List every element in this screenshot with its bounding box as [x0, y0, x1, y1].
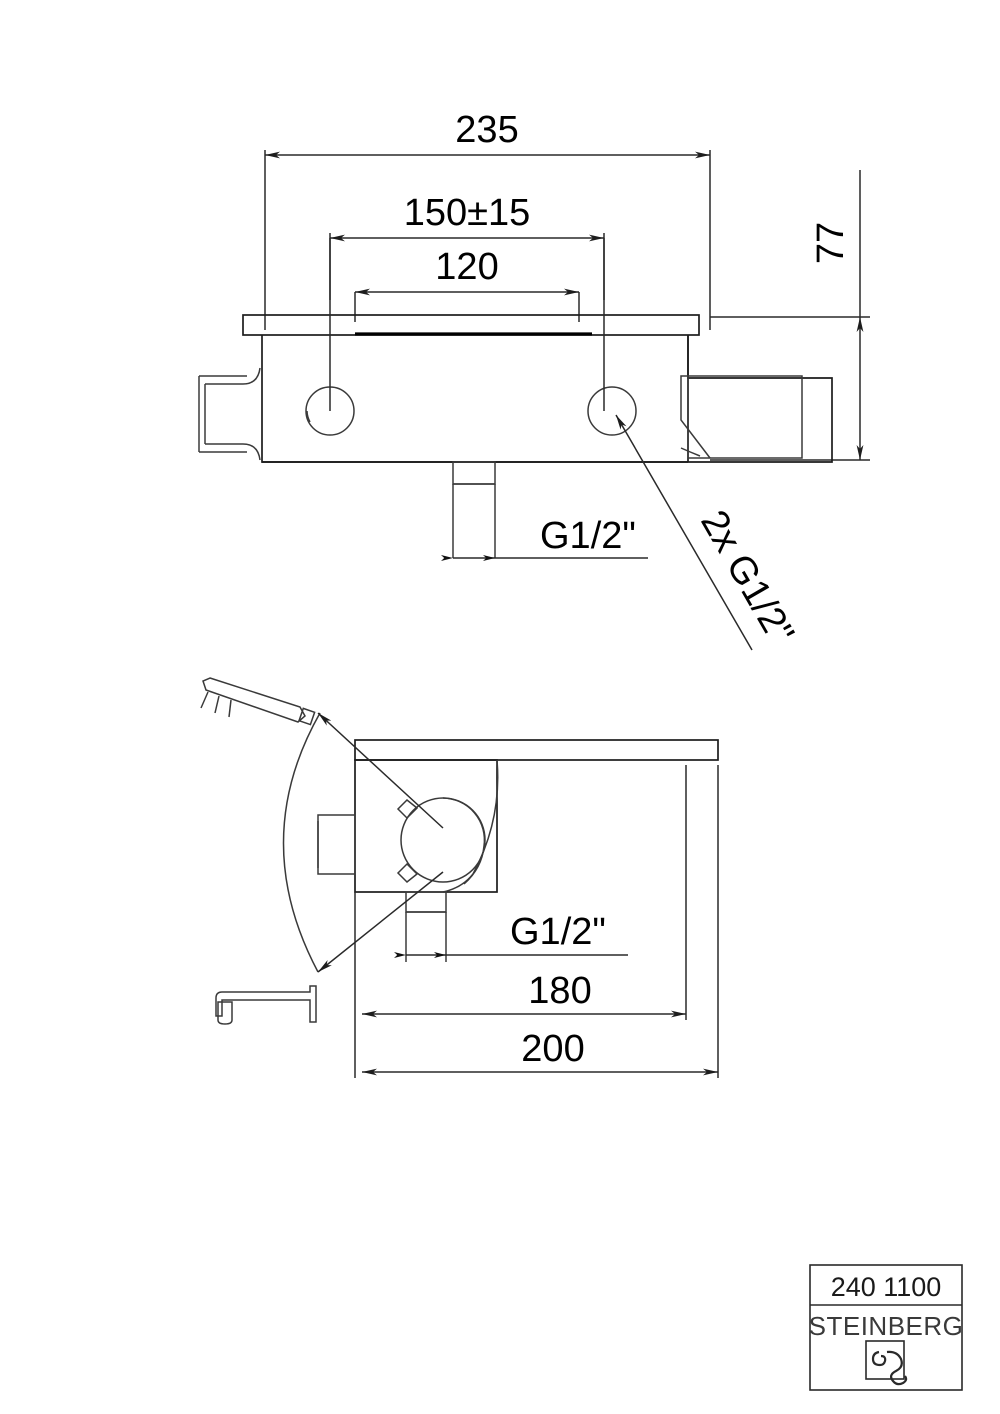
- title-block-brand: STEINBERG: [809, 1311, 964, 1341]
- callout-2x-g12: 2x G1/2": [615, 414, 802, 652]
- front-view-group: 235 150±15 120 77: [198, 109, 870, 652]
- dimension-77: 77: [810, 170, 864, 460]
- side-body-outline: [354, 759, 498, 893]
- front-view-extension-lines: [264, 150, 870, 461]
- dimension-150-label: 150±15: [404, 192, 531, 234]
- bath-spout-icon: [215, 985, 317, 1025]
- steinberg-logo-icon: [865, 1340, 908, 1386]
- front-right-outlet-block: [680, 375, 803, 459]
- side-handle-knob: [396, 797, 486, 885]
- front-bottom-outlet-spigot: [452, 461, 496, 558]
- side-bottom-outlet: [405, 891, 447, 962]
- callout-g12-front: G1/2": [441, 515, 648, 561]
- dimension-235-label: 235: [455, 109, 518, 151]
- front-cover-plate: [242, 314, 700, 336]
- side-cover-plate: [354, 739, 719, 761]
- callout-g12-side-label: G1/2": [510, 911, 606, 953]
- front-body-outline: [261, 335, 833, 463]
- dimension-235: 235: [265, 109, 710, 159]
- dimension-120: 120: [355, 246, 579, 296]
- title-block: 240 1100 STEINBERG: [809, 1264, 964, 1391]
- dimension-77-label: 77: [810, 222, 852, 264]
- front-left-bore: [305, 238, 355, 436]
- dimension-180: 180: [362, 970, 686, 1018]
- callout-g12-front-label: G1/2": [540, 515, 636, 557]
- hand-shower-icon: [200, 677, 316, 726]
- dimension-180-label: 180: [528, 970, 591, 1012]
- side-swing-arc: [282, 712, 444, 973]
- callout-2x-g12-label: 2x G1/2": [692, 504, 802, 652]
- dimension-200-label: 200: [521, 1028, 584, 1070]
- front-left-inlet: [198, 367, 261, 461]
- front-right-bore: [587, 238, 637, 436]
- dimension-120-label: 120: [435, 246, 498, 288]
- title-block-article-number: 240 1100: [831, 1272, 942, 1302]
- side-diverter-sweep: [442, 759, 499, 893]
- dimension-150-tolerance: 150±15: [330, 192, 604, 242]
- side-view-extension-lines: [354, 765, 719, 1078]
- side-left-stub: [317, 814, 356, 875]
- callout-g12-side: G1/2": [394, 911, 628, 958]
- side-view-group: G1/2" 180 200: [200, 677, 719, 1078]
- dimension-200: 200: [362, 1028, 718, 1076]
